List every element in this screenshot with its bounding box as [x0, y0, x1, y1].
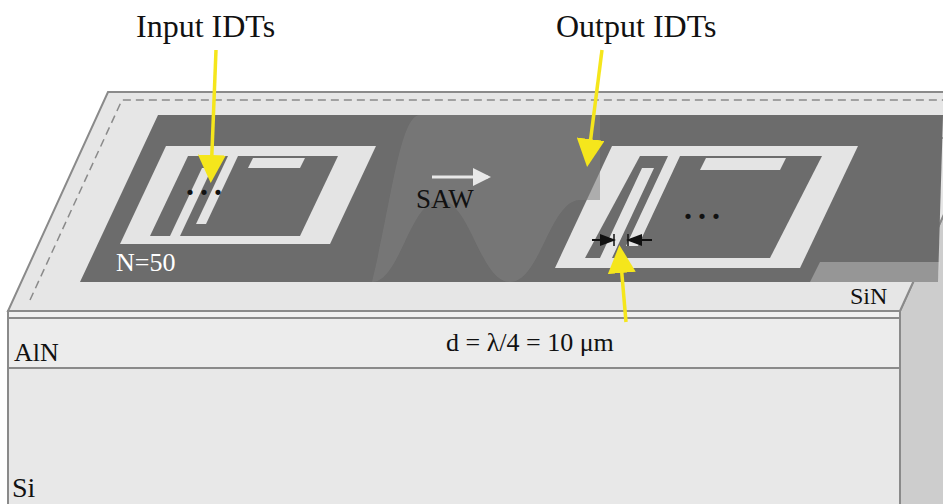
aln-layer	[8, 318, 900, 368]
finger-count: N=50	[116, 250, 175, 276]
si-layer	[8, 368, 900, 504]
direction-arrow	[432, 176, 488, 179]
ellipsis: ...	[186, 168, 228, 200]
leader-arrow	[211, 50, 216, 176]
layer-name: Si	[12, 474, 35, 502]
part-name: Input IDTs	[136, 10, 275, 42]
output-idt-frame	[555, 146, 858, 268]
top-face	[8, 92, 943, 311]
pad	[810, 262, 940, 282]
ellipsis: ...	[684, 192, 726, 224]
dashed-outline	[30, 100, 943, 300]
wave-label: SAW	[416, 186, 474, 213]
output-idt-inner	[585, 156, 822, 258]
layer-name: SiN	[850, 284, 887, 308]
electrode-region	[80, 115, 943, 282]
dimension-arrow	[628, 239, 652, 241]
sin-layer	[8, 311, 900, 318]
leader-arrow	[620, 252, 626, 322]
dimension-tick	[613, 234, 615, 246]
saw-wave	[372, 115, 600, 282]
input-idt-frame	[120, 146, 376, 244]
idt-finger	[626, 156, 680, 246]
idt-bus	[700, 158, 786, 170]
input-idt-inner	[150, 156, 338, 236]
layer-name: AlN	[14, 340, 59, 366]
leader-arrow	[588, 50, 602, 160]
dimension-arrow	[592, 239, 614, 241]
dimension-tick	[627, 234, 629, 246]
dimension-label: d = λ/4 = 10 μm	[446, 330, 614, 356]
idt-bus	[248, 158, 305, 168]
part-name: Output IDTs	[556, 10, 716, 42]
